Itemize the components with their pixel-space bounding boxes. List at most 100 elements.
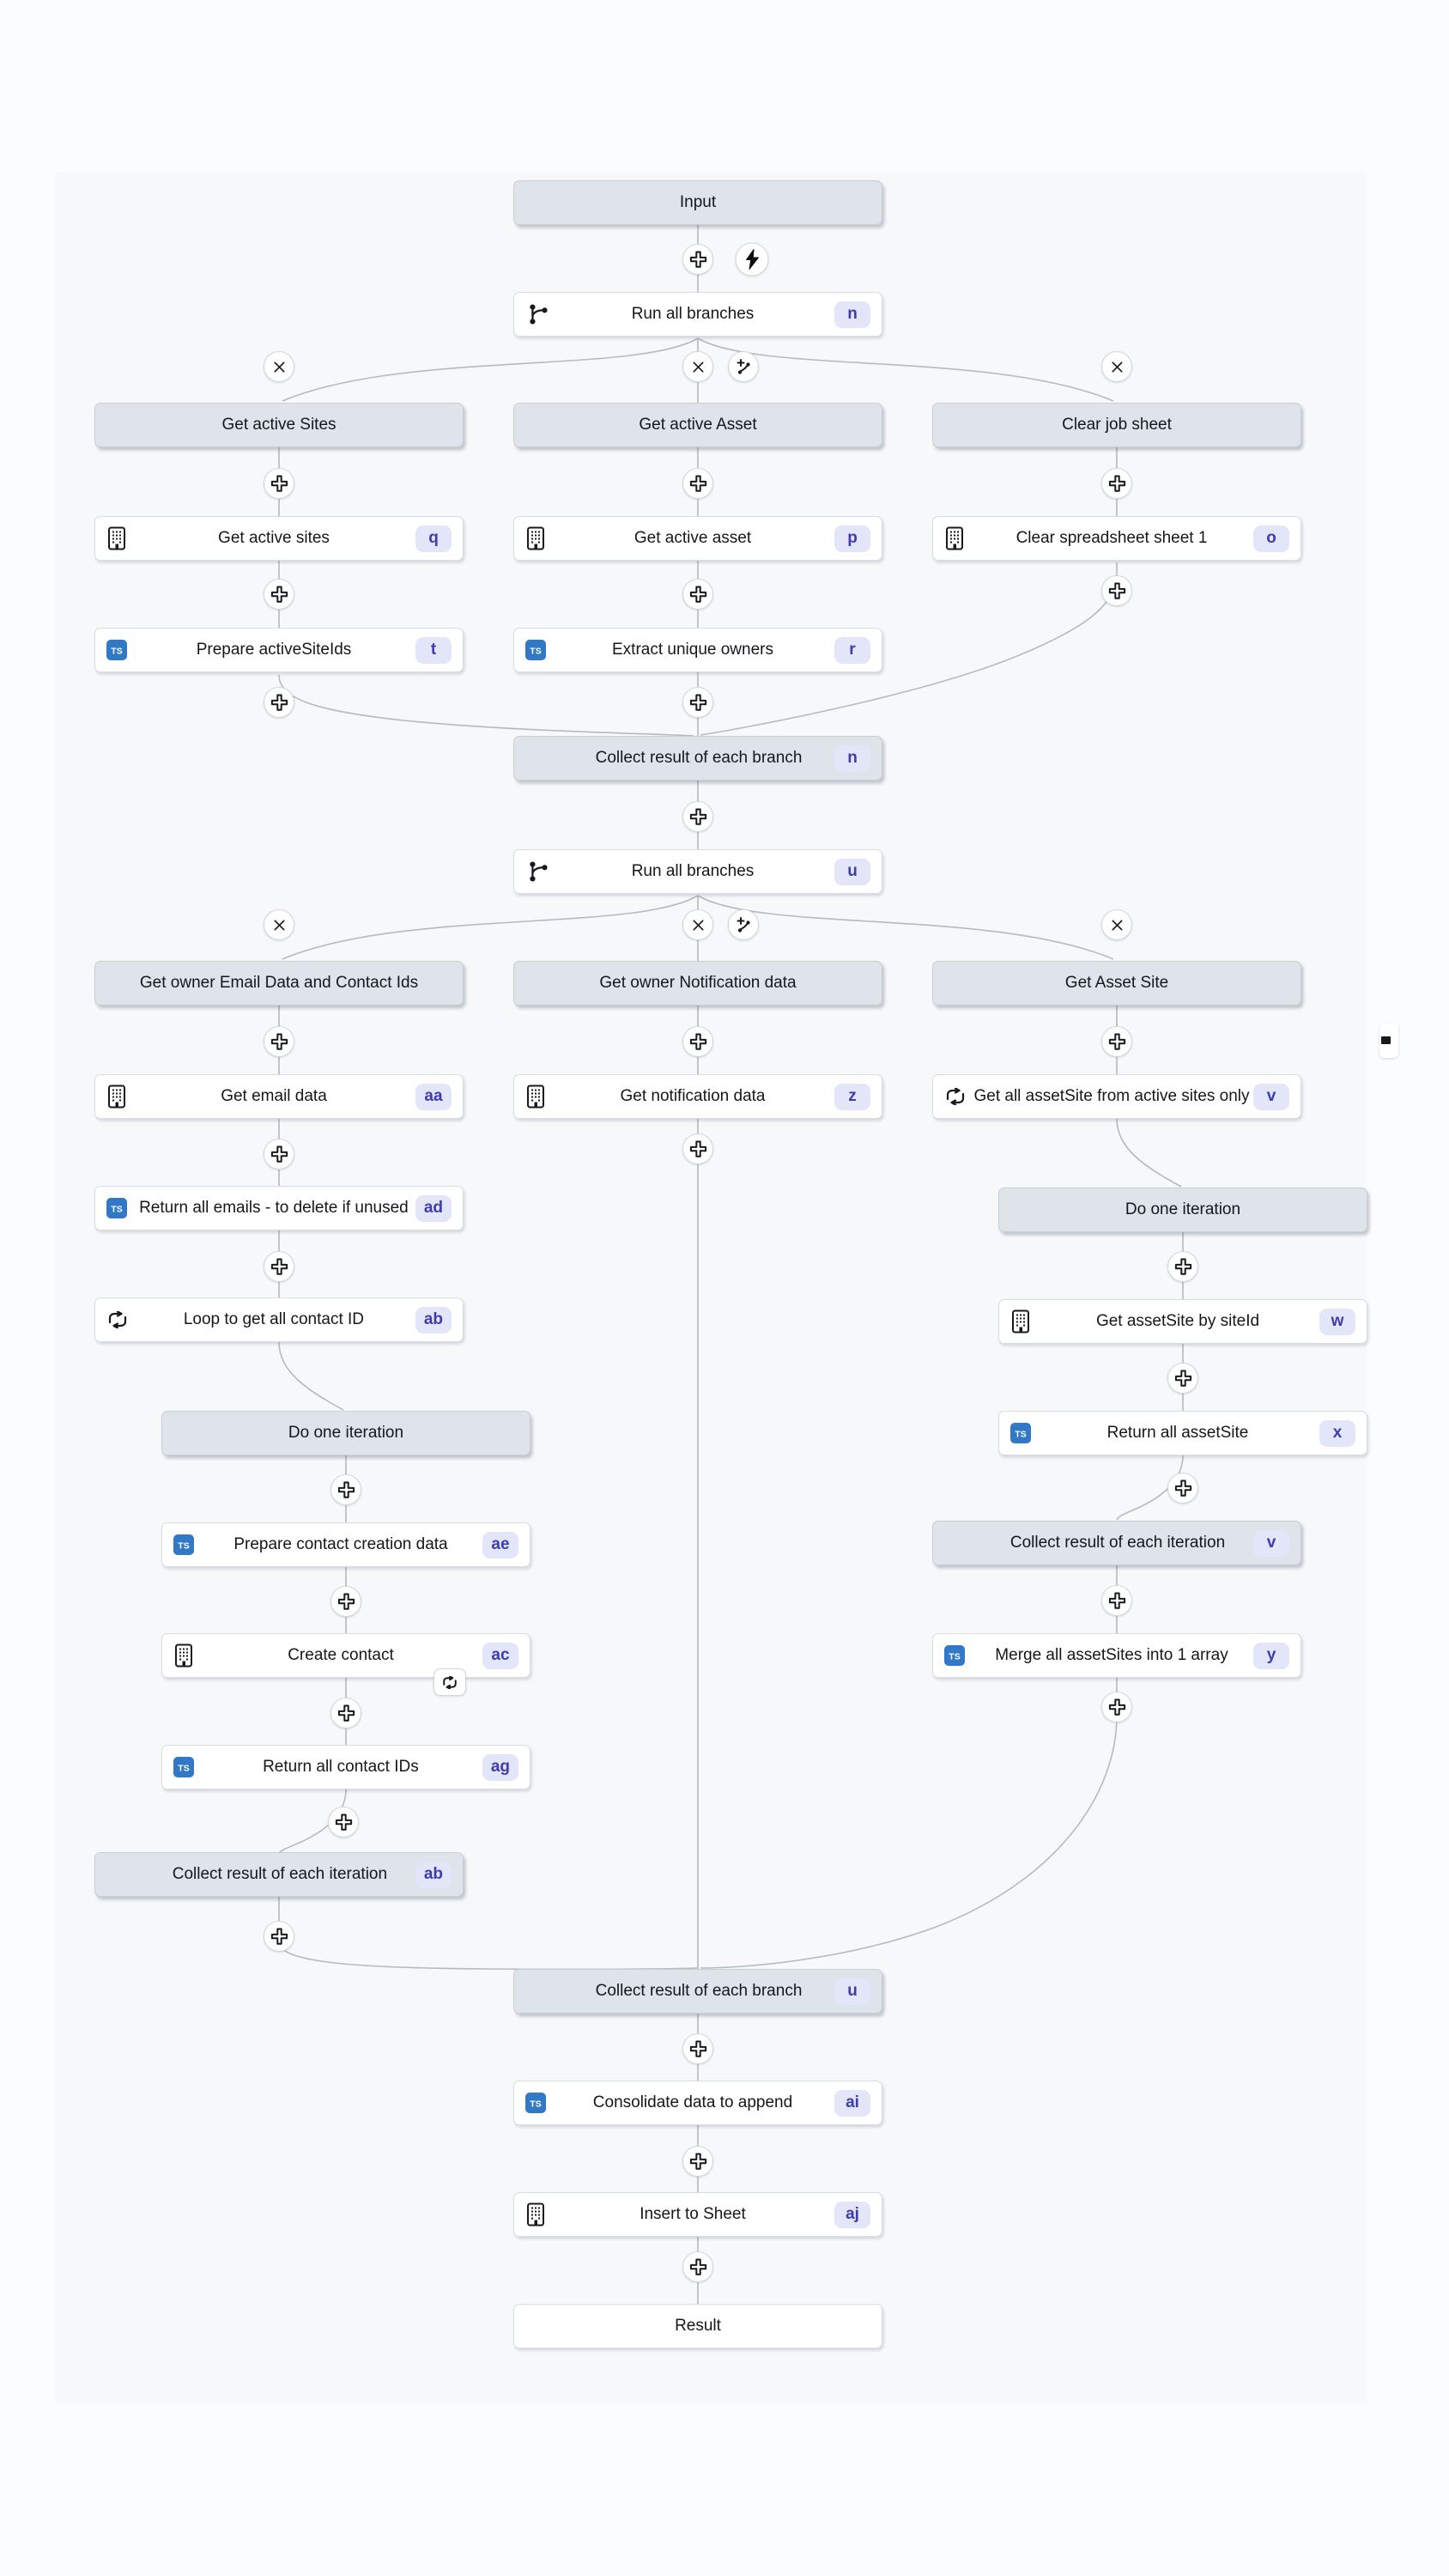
plus-icon xyxy=(337,1704,355,1722)
plus-icon xyxy=(1108,1592,1125,1609)
close-icon xyxy=(1111,361,1123,373)
resource-query-icon xyxy=(175,1643,192,1668)
typescript-icon: TS xyxy=(1010,1423,1031,1443)
node-header-clear-job-sheet[interactable]: Clear job sheet xyxy=(932,403,1301,447)
add-node-button[interactable] xyxy=(682,801,713,832)
node-label: Result xyxy=(675,2317,721,2335)
plus-icon xyxy=(1174,1258,1191,1275)
add-node-button[interactable] xyxy=(264,1921,294,1952)
edge xyxy=(697,895,1114,960)
node-header-get-owner-notification[interactable]: Get owner Notification data xyxy=(513,961,882,1005)
node-header-get-owner-email[interactable]: Get owner Email Data and Contact Ids xyxy=(94,961,464,1005)
node-result[interactable]: Result xyxy=(513,2304,882,2348)
add-node-button[interactable] xyxy=(264,579,294,610)
typescript-icon: TS xyxy=(106,1198,127,1218)
loop-icon xyxy=(443,1675,457,1689)
add-node-button[interactable] xyxy=(264,468,294,499)
add-node-button[interactable] xyxy=(264,1026,294,1057)
add-node-button[interactable] xyxy=(1101,1585,1132,1616)
remove-branch-button[interactable] xyxy=(264,909,294,940)
add-node-button[interactable] xyxy=(330,1474,361,1505)
add-node-button[interactable] xyxy=(264,1139,294,1170)
add-node-button[interactable] xyxy=(1101,468,1132,499)
add-node-button[interactable] xyxy=(328,1807,359,1838)
node-badge: r xyxy=(834,636,870,664)
typescript-icon: TS xyxy=(106,640,127,660)
add-node-button[interactable] xyxy=(682,1026,713,1057)
add-node-button[interactable] xyxy=(1167,1363,1198,1394)
node-do-one-iteration-left[interactable]: Do one iteration xyxy=(161,1411,530,1455)
loop-chip-button[interactable] xyxy=(433,1668,466,1696)
node-input[interactable]: Input xyxy=(513,180,882,225)
add-node-button[interactable] xyxy=(264,1251,294,1282)
add-node-button[interactable] xyxy=(682,2251,713,2282)
add-node-button[interactable] xyxy=(330,1586,361,1617)
add-node-button[interactable] xyxy=(682,579,713,610)
add-node-button[interactable] xyxy=(1101,575,1132,606)
node-label: Loop to get all contact ID xyxy=(183,1310,364,1328)
add-node-button[interactable] xyxy=(682,2033,713,2064)
svg-text:TS: TS xyxy=(949,1652,960,1662)
close-icon xyxy=(273,361,285,373)
node-header-get-asset-site[interactable]: Get Asset Site xyxy=(932,961,1301,1005)
node-label: Run all branches xyxy=(631,862,755,880)
add-node-button[interactable] xyxy=(1101,1692,1132,1722)
collapsed-panel-handle[interactable] xyxy=(1379,1024,1398,1058)
node-label: Get active Sites xyxy=(221,416,336,434)
node-header-get-active-sites[interactable]: Get active Sites xyxy=(94,403,464,447)
remove-branch-button[interactable] xyxy=(264,351,294,382)
close-icon xyxy=(273,919,285,931)
add-node-button[interactable] xyxy=(682,2146,713,2177)
remove-branch-button[interactable] xyxy=(1101,909,1132,940)
remove-branch-button[interactable] xyxy=(682,351,713,382)
node-badge: aa xyxy=(415,1083,452,1110)
trigger-button[interactable] xyxy=(735,242,769,276)
node-label: Get all assetSite from active sites only xyxy=(973,1087,1250,1105)
remove-branch-button[interactable] xyxy=(1101,351,1132,382)
plus-icon xyxy=(270,694,288,711)
add-node-button[interactable] xyxy=(1167,1251,1198,1282)
add-node-button[interactable] xyxy=(1101,1026,1132,1057)
node-badge: n xyxy=(834,744,870,772)
add-node-button[interactable] xyxy=(264,687,294,718)
node-badge: ai xyxy=(834,2089,870,2117)
node-get-all-assetsite[interactable]: Get all assetSite from active sites only… xyxy=(932,1074,1301,1119)
add-node-button[interactable] xyxy=(682,468,713,499)
add-node-button[interactable] xyxy=(682,244,713,275)
remove-branch-button[interactable] xyxy=(682,909,713,940)
add-node-button[interactable] xyxy=(330,1698,361,1728)
node-do-one-iteration-right[interactable]: Do one iteration xyxy=(998,1188,1367,1232)
node-header-get-active-asset[interactable]: Get active Asset xyxy=(513,403,882,447)
add-node-button[interactable] xyxy=(682,687,713,718)
node-badge: t xyxy=(415,636,452,664)
add-branch-button[interactable] xyxy=(728,909,759,940)
plus-icon xyxy=(689,1033,706,1050)
add-node-button[interactable] xyxy=(1167,1473,1198,1504)
add-branch-button[interactable] xyxy=(728,351,759,382)
add-node-button[interactable] xyxy=(682,1133,713,1164)
